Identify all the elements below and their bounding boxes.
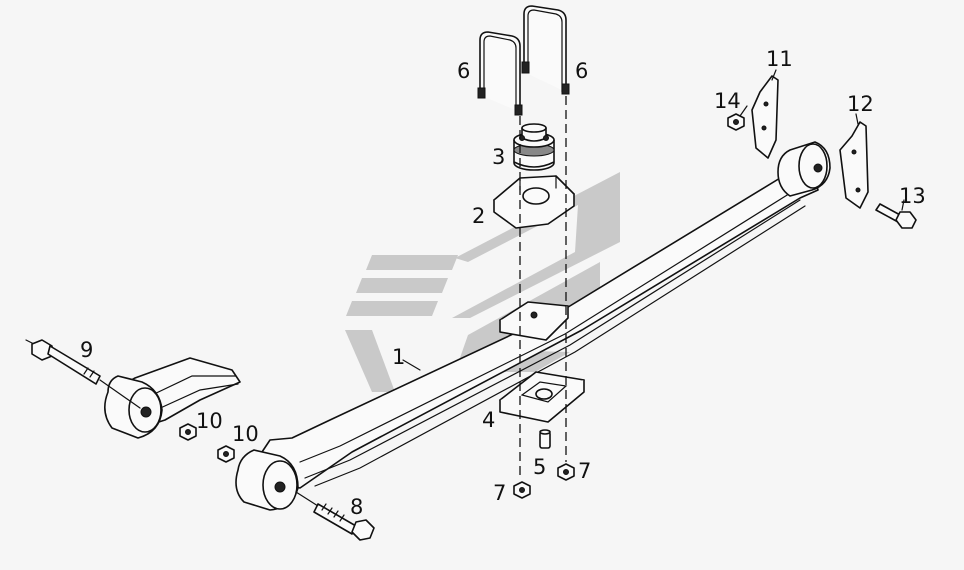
- u-bolt-right: [521, 5, 570, 95]
- callout-labels: 1 2 3 4 5 6 6 7 7 8 9 10 10 11 12 13 14: [80, 47, 926, 519]
- center-pin: [539, 429, 551, 449]
- spring-plate-lower: [499, 371, 585, 423]
- bolt-9: [25, 339, 141, 409]
- nut-10-secondary: [179, 423, 197, 441]
- callout-6-right: 6: [575, 59, 588, 83]
- callout-3: 3: [492, 145, 505, 169]
- callout-10-front: 10: [232, 422, 259, 446]
- nut-left: [513, 481, 531, 499]
- assembly-axes: [519, 96, 567, 480]
- spring-center-block: [499, 301, 569, 341]
- callout-14: 14: [714, 89, 741, 113]
- leader-lines: [402, 69, 905, 371]
- bracket-12: [839, 121, 869, 209]
- spring-eye-secondary: [104, 375, 163, 439]
- bump-stop: [513, 123, 555, 171]
- nut-14: [727, 113, 745, 131]
- u-bolt-left: [477, 31, 523, 116]
- callout-4: 4: [482, 408, 495, 432]
- callout-8: 8: [350, 495, 363, 519]
- callout-7-right: 7: [578, 459, 591, 483]
- callout-7-left: 7: [493, 481, 506, 505]
- nut-right: [557, 463, 575, 481]
- callout-9: 9: [80, 338, 93, 362]
- nut-10-front: [217, 445, 235, 463]
- bracket-11: [751, 75, 779, 159]
- callout-6-left: 6: [457, 59, 470, 83]
- bolt-8: [295, 491, 375, 541]
- spring-seat-upper: [493, 175, 575, 229]
- callout-12: 12: [847, 92, 874, 116]
- callout-11: 11: [766, 47, 793, 71]
- callout-10-secondary: 10: [196, 409, 223, 433]
- callout-13: 13: [899, 184, 926, 208]
- bolt-13: [875, 203, 917, 229]
- callout-1: 1: [392, 345, 405, 369]
- callout-2: 2: [472, 204, 485, 228]
- spring-eye-rear: [777, 141, 831, 197]
- callout-5: 5: [533, 455, 546, 479]
- spring-eye-front: [235, 449, 299, 511]
